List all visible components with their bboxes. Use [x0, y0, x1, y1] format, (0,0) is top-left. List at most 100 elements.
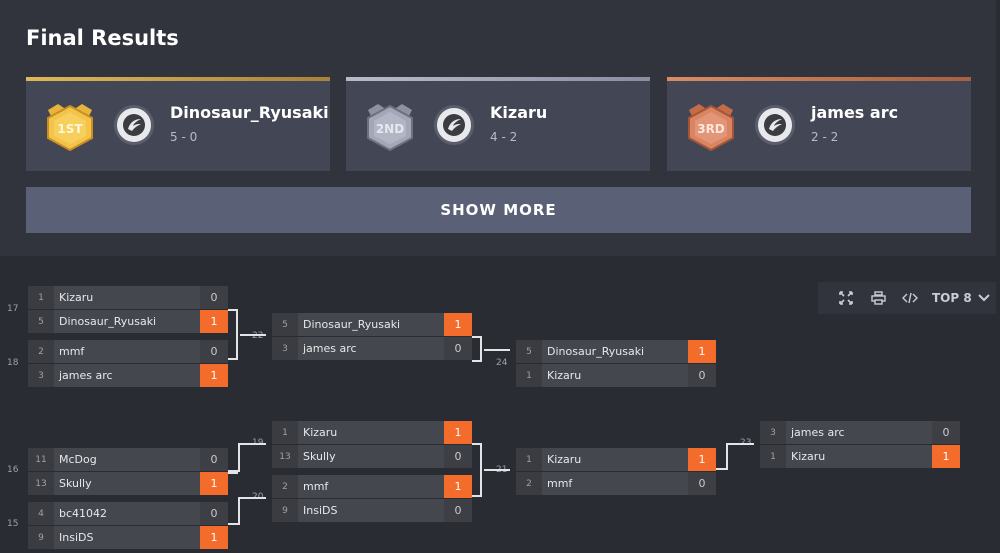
player-name: james arc — [59, 369, 113, 382]
player-record: 2 - 2 — [811, 130, 839, 144]
player-name: james arc — [303, 342, 357, 355]
player-seed: 9 — [28, 526, 54, 549]
player-score: 0 — [444, 337, 472, 360]
bracket-connector-line — [238, 497, 240, 524]
placement-card-3rd[interactable]: 3RD james arc 2 - 2 — [667, 77, 971, 171]
player-seed: 1 — [272, 421, 298, 444]
chevron-down-icon — [978, 294, 990, 302]
player-name: Dinosaur_Ryusaki — [547, 345, 645, 358]
show-more-button[interactable]: SHOW MORE — [26, 187, 971, 233]
player-seed: 2 — [516, 472, 542, 495]
expand-icon[interactable] — [830, 282, 862, 314]
player-seed: 3 — [28, 364, 54, 387]
player-seed: 1 — [516, 448, 542, 471]
bracket-connector-line — [726, 443, 728, 470]
player-name: mmf — [547, 477, 573, 490]
bracket-connector-line — [240, 334, 266, 336]
bracket-connector-line — [238, 443, 240, 470]
top-filter-label: TOP 8 — [932, 291, 972, 305]
bracket-connector-line — [484, 469, 510, 471]
player-seed: 9 — [272, 499, 298, 522]
match-number: 24 — [496, 358, 508, 368]
embed-code-icon[interactable] — [894, 282, 926, 314]
bracket-connector-line — [238, 443, 266, 445]
placement-card-2nd[interactable]: 2ND Kizaru 4 - 2 — [346, 77, 650, 171]
player-name: bc41042 — [59, 507, 108, 520]
player-seed: 5 — [28, 310, 54, 333]
player-name[interactable]: Kizaru — [490, 103, 548, 122]
bracket-connector — [472, 336, 482, 362]
placement-card-1st[interactable]: 1ST Dinosaur_Ryusaki 5 - 0 — [26, 77, 330, 171]
match-player-row[interactable]: 2 mmf 0 — [516, 472, 716, 495]
wing-logo-icon — [764, 114, 786, 136]
bracket-connector-line — [484, 349, 510, 351]
player-name: mmf — [303, 480, 329, 493]
team-logo — [755, 105, 795, 145]
player-name: McDog — [59, 453, 97, 466]
player-name: Kizaru — [59, 291, 94, 304]
player-seed: 1 — [516, 364, 542, 387]
player-name: InsiDS — [59, 531, 94, 544]
player-seed: 13 — [28, 472, 54, 495]
silver-medal-icon: 2ND — [367, 104, 413, 152]
player-name[interactable]: james arc — [811, 103, 899, 122]
player-score: 1 — [688, 448, 716, 471]
bracket-connector-line — [228, 523, 240, 525]
player-name: InsiDS — [303, 504, 338, 517]
match-player-row[interactable]: 1 Kizaru 0 — [516, 364, 716, 387]
player-seed: 2 — [28, 340, 54, 363]
print-icon[interactable] — [862, 282, 894, 314]
player-score: 0 — [200, 286, 228, 309]
medal-label: 2ND — [376, 122, 404, 136]
bracket-connector-line — [238, 497, 266, 499]
bracket-connector-line — [716, 468, 728, 470]
player-score: 1 — [688, 340, 716, 363]
player-seed: 5 — [516, 340, 542, 363]
player-name: Kizaru — [547, 369, 582, 382]
accent-bar — [26, 77, 330, 81]
player-score: 0 — [688, 472, 716, 495]
player-name[interactable]: Dinosaur_Ryusaki — [170, 103, 329, 122]
bracket-connector — [472, 443, 482, 497]
match-player-row[interactable]: 5 Dinosaur_Ryusaki 1 — [516, 340, 716, 363]
player-name: james arc — [791, 426, 845, 439]
player-score: 0 — [688, 364, 716, 387]
player-seed: 1 — [760, 445, 786, 468]
player-score: 1 — [444, 475, 472, 498]
player-name: Dinosaur_Ryusaki — [303, 318, 401, 331]
player-record: 4 - 2 — [490, 130, 518, 144]
player-record: 5 - 0 — [170, 130, 198, 144]
top-filter-dropdown[interactable]: TOP 8 — [932, 291, 990, 305]
player-score: 0 — [200, 340, 228, 363]
player-name: Kizaru — [303, 426, 338, 439]
wing-logo-icon — [123, 114, 145, 136]
match-number: 18 — [7, 358, 19, 368]
